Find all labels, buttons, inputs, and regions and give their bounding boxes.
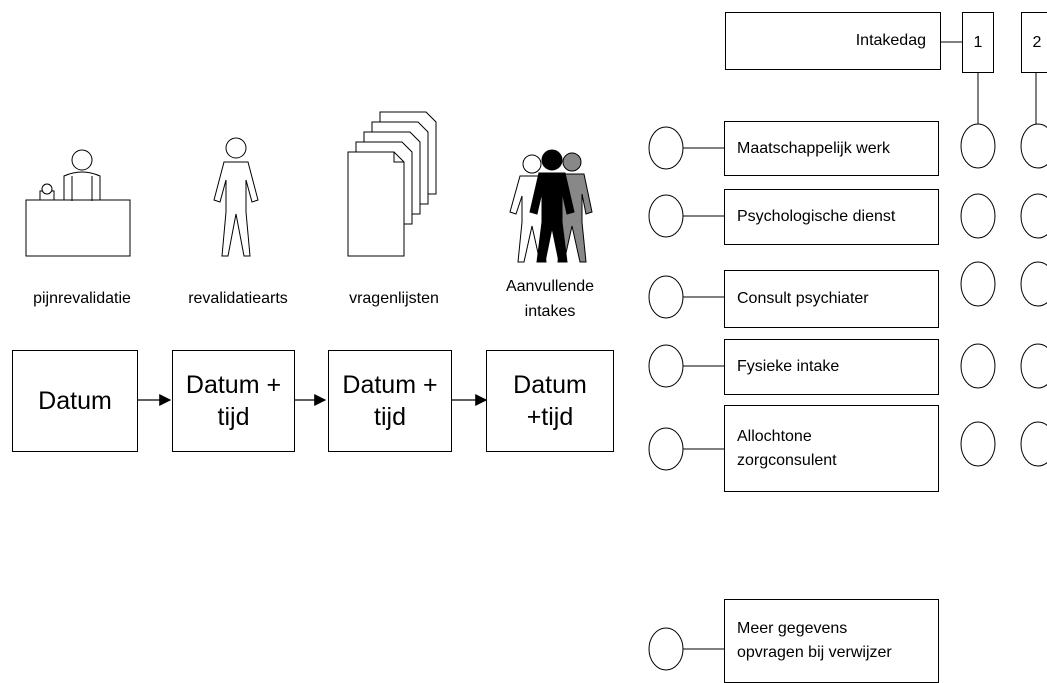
left-circles [648,126,724,671]
people-group-icon [509,149,593,263]
flow-box-datum-tijd-1: Datum + tijd [172,350,295,452]
extra-meer-gegevens: Meer gegevens opvragen bij verwijzer [724,599,939,683]
reception-desk-icon [25,149,131,257]
day-circles [960,123,1047,467]
day-box-1: 1 [962,12,994,73]
service-consult-psychiater: Consult psychiater [724,270,939,328]
service-allochtone-zorgconsulent: Allochtone zorgconsulent [724,405,939,492]
person-icon [213,137,259,257]
documents-stack-icon [347,111,437,257]
day-box-2: 2 [1021,12,1047,73]
intakedag-label: Intakedag [855,32,926,49]
label-revalidatiearts: revalidatiearts [188,290,288,307]
flow-box-datum-tijd-3: Datum +tijd [486,350,614,452]
label-pijnrevalidatie: pijnrevalidatie [33,290,131,307]
label-aanvullende-intakes: Aanvullende intakes [505,278,595,320]
service-psychologische-dienst: Psychologische dienst [724,189,939,245]
intake-connectors [940,41,1037,124]
intakedag-box: Intakedag [725,12,941,70]
label-vragenlijsten: vragenlijsten [349,290,439,307]
service-maatschappelijk-werk: Maatschappelijk werk [724,121,939,176]
flow-box-datum-tijd-2: Datum + tijd [328,350,452,452]
service-fysieke-intake: Fysieke intake [724,339,939,395]
flow-box-datum: Datum [12,350,138,452]
